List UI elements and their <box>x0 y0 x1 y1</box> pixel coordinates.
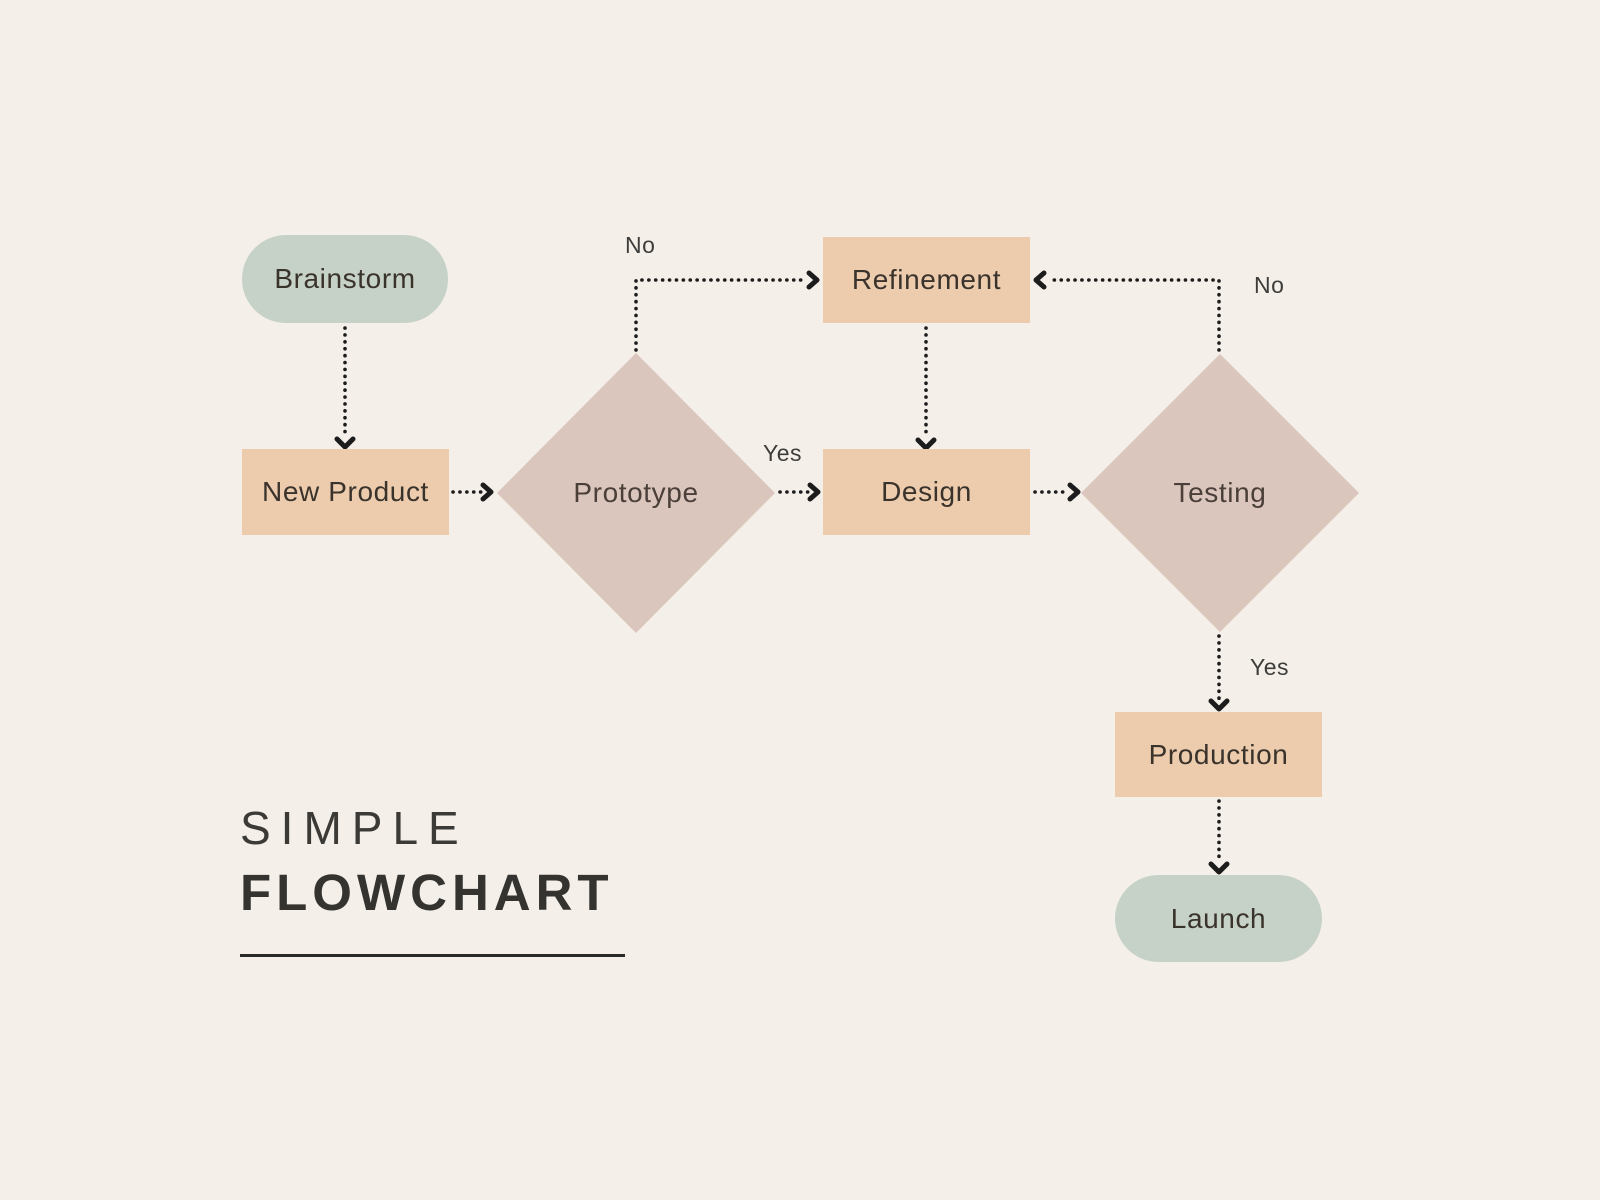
title-line-1: SIMPLE <box>240 802 469 854</box>
node-brainstorm-label: Brainstorm <box>274 263 416 294</box>
arrowhead-right-icon <box>806 270 820 290</box>
node-refinement: Refinement <box>823 237 1030 323</box>
node-launch: Launch <box>1115 875 1322 962</box>
title-underline <box>240 954 625 958</box>
edge-label-yes-testing: Yes <box>1250 654 1290 680</box>
arrowhead-down-icon <box>1208 698 1230 712</box>
arrowhead-left-icon <box>1033 270 1047 290</box>
node-production: Production <box>1115 712 1322 797</box>
arrowhead-right-icon <box>1067 482 1081 502</box>
edge-prototype-refinement <box>634 278 809 352</box>
arrowhead-right-icon <box>480 482 494 502</box>
node-prototype-label: Prototype <box>573 477 699 508</box>
arrowhead-right-icon <box>807 482 821 502</box>
edge-label-no-testing: No <box>1254 272 1285 298</box>
edge-label-no-prototype: No <box>625 232 656 258</box>
node-launch-label: Launch <box>1170 902 1267 934</box>
node-design-label: Design <box>881 476 972 507</box>
arrowhead-down-icon <box>915 437 937 451</box>
arrowhead-down-icon <box>1208 861 1230 875</box>
arrowhead-down-icon <box>334 436 356 450</box>
node-refinement-label: Refinement <box>851 264 1002 295</box>
title-line-2: FLOWCHART <box>240 863 614 921</box>
node-brainstorm: Brainstorm <box>242 235 448 323</box>
title-block: SIMPLE FLOWCHART <box>240 800 625 958</box>
edge-label-yes-prototype: Yes <box>763 440 803 466</box>
edge-testing-refinement <box>1046 278 1221 352</box>
node-new-product-label: New Product <box>262 476 429 507</box>
node-testing-label: Testing <box>1173 477 1267 508</box>
node-production-label: Production <box>1148 738 1289 770</box>
node-design: Design <box>823 449 1030 535</box>
node-new-product: New Product <box>242 449 449 535</box>
